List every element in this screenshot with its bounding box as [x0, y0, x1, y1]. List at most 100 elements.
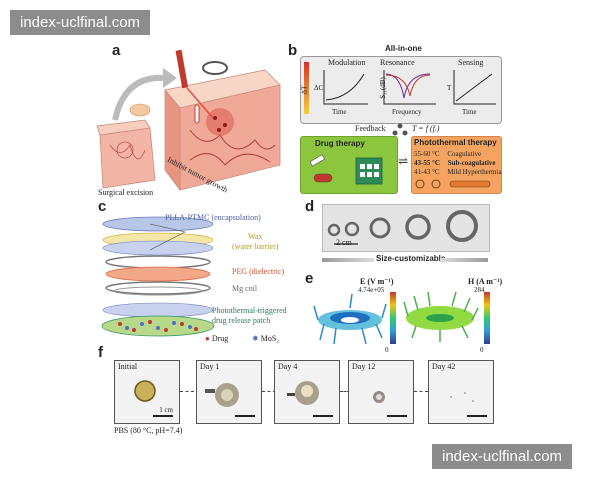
syringe-icon [309, 154, 325, 167]
sensing-label: Sensing [458, 58, 484, 67]
drug-therapy-label: Drug therapy [315, 139, 365, 148]
time-label-1: Time [332, 108, 347, 116]
ring-1 [327, 223, 341, 237]
temperature-gradient-bar [304, 62, 309, 114]
delta-c-label: ΔC [314, 84, 324, 92]
frequency-label: Frequency [392, 108, 422, 116]
surgical-excision-label: Surgical excision [98, 188, 154, 197]
mos2-particles [125, 321, 192, 330]
layer-label-peg: PEG (dielectric) [232, 267, 285, 276]
pointer-line [149, 231, 186, 251]
day-frame-12: Day 12 [348, 360, 414, 424]
ring-2 [344, 221, 360, 237]
time-label-2: Time [462, 108, 477, 116]
pointer-line-2 [149, 223, 186, 233]
arrow-1 [180, 391, 194, 392]
scale-bar-day12 [387, 415, 407, 417]
day-frame-42: Day 42 [428, 360, 494, 424]
pbs-caption: PBS (80 °C, pH=7.4) [114, 426, 183, 435]
layer-peg [105, 266, 211, 282]
range-row-1: 55-60 °C Coagulative [414, 150, 481, 158]
modulation-plot [323, 70, 368, 105]
feedback-icon [392, 123, 408, 136]
sensing-plot [453, 70, 496, 105]
watermark-top: index-uclfinal.com [10, 10, 151, 35]
range-desc-1: Coagulative [447, 150, 482, 158]
panel-a-illustration [96, 50, 281, 192]
arrow-4 [414, 391, 428, 392]
arrow-3 [340, 391, 350, 392]
feedback-label: Feedback [355, 124, 386, 133]
layer-label-plla: PLLA-PTMC (encapsulation) [165, 213, 261, 222]
scale-bar-day42 [467, 415, 487, 417]
h-max-label: 284 [474, 286, 485, 294]
ring-5 [446, 210, 478, 242]
day-frame-initial: Initial 1 cm [114, 360, 180, 424]
range-temp-2: 43-55 °C [414, 159, 440, 167]
scale-label-d: 2 cm [336, 238, 352, 247]
transition-arrowhead [163, 68, 177, 88]
drug-dot-icon: ● [205, 334, 210, 343]
legend-drug: ● Drug [205, 334, 228, 343]
h-field-label: H (A m⁻¹) [468, 277, 503, 286]
sensing-line [455, 73, 493, 102]
coil-device-icon [202, 61, 228, 75]
ring-4 [405, 214, 431, 240]
resonance-curve-2 [385, 74, 431, 97]
layer-mg-coil [105, 281, 211, 295]
arrow-2 [262, 391, 276, 392]
day-frame-1: Day 1 [196, 360, 262, 424]
device-icon [449, 180, 491, 188]
photothermal-label: Photothermal therapy [414, 138, 497, 147]
range-desc-2: Sub-coagulative [447, 159, 496, 167]
panel-label-e: e [305, 270, 314, 287]
rings-svg [327, 210, 478, 245]
panel-b-title: All-in-one [385, 44, 422, 53]
h-colorbar [484, 292, 490, 344]
e-field-label: E (V m⁻¹) [360, 277, 394, 286]
timer-icon [415, 179, 425, 189]
t-axis-label: T [447, 84, 452, 92]
panel-label-a: a [112, 42, 121, 59]
day12-sample [373, 391, 385, 403]
exchange-arrows-icon: ⇌ [398, 154, 409, 168]
resonance-plot [383, 70, 436, 105]
scale-bar-day1 [235, 415, 255, 417]
panel-b-top-box [300, 56, 502, 124]
scale-label-f: 1 cm [159, 406, 173, 414]
day-label-42: Day 42 [432, 362, 456, 371]
watermark-bottom: index-uclfinal.com [432, 444, 573, 469]
size-arrow-right [440, 258, 488, 262]
ring-3 [369, 217, 391, 239]
scale-bar-initial [153, 415, 173, 417]
thermometer-icon [194, 104, 200, 124]
large-skin-block [164, 69, 281, 192]
delta-t-label: ΔT [300, 85, 309, 95]
layer-plla [102, 216, 214, 232]
legend-mos2-label: MoS₂ [260, 334, 280, 343]
layer-coil-top [105, 255, 211, 269]
modulation-label: Modulation [328, 58, 366, 67]
day-label-initial: Initial [118, 362, 138, 371]
laser-pen-icon [175, 50, 214, 119]
h-field-plot [403, 291, 479, 342]
drug-particles [118, 320, 198, 332]
layer-sub-wax: (water barrier) [232, 242, 279, 251]
layer-blue [102, 302, 214, 318]
e-field-plot [313, 293, 387, 345]
legend-drug-label: Drug [211, 334, 229, 343]
pill-icon [313, 173, 333, 183]
size-caption: Size-customizable [376, 254, 446, 263]
resonance-curve-1 [385, 73, 431, 99]
range-row-3: 41-43 °C Mild Hyperthermia [414, 168, 502, 176]
layer-mg-coil-2 [113, 286, 203, 296]
range-desc-3: Mild Hyperthermia [447, 168, 502, 176]
s11-label: S₁₁(dB) [378, 77, 387, 99]
size-arrow-left [322, 258, 374, 262]
e-min-label: 0 [385, 346, 389, 354]
h-min-label: 0 [480, 346, 484, 354]
range-temp-1: 55-60 °C [414, 150, 440, 158]
e-colorbar [390, 292, 396, 344]
drug-therapy-icons [309, 154, 383, 185]
transition-arrow [112, 74, 166, 121]
